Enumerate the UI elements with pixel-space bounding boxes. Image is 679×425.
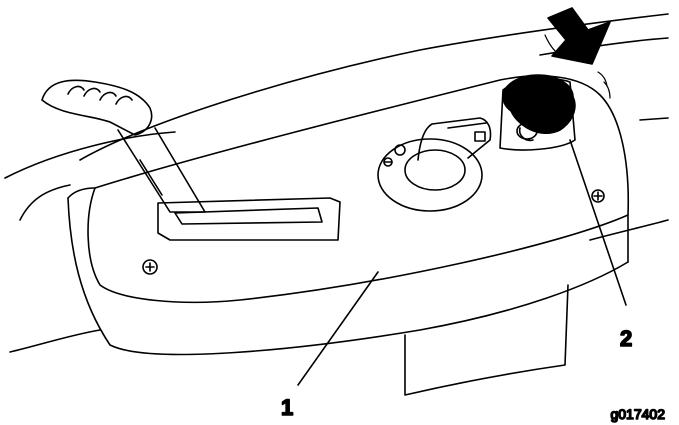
throttle-lever — [41, 79, 341, 241]
control-panel — [67, 75, 630, 396]
blade-control-knob — [499, 74, 576, 151]
ignition-switch — [377, 117, 492, 212]
machine-body-outline — [4, 13, 669, 353]
figure-id: g017402 — [610, 406, 665, 422]
push-down-arrow — [544, 7, 611, 99]
callout-number-1: 1 — [281, 395, 293, 420]
callout-number-2: 2 — [620, 326, 632, 351]
callout-leader-lines — [297, 139, 627, 386]
